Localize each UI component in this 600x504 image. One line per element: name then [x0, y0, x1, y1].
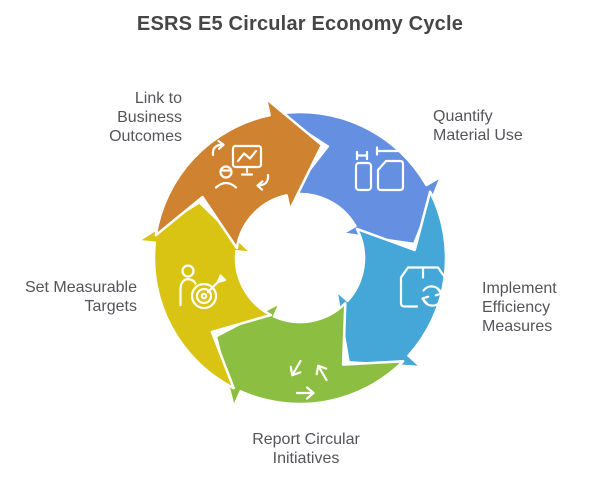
presentation-sync-icon	[211, 139, 270, 191]
person-target-icon	[179, 264, 227, 310]
segment-link-to-business-outcomes	[154, 97, 324, 250]
label-set-measurable-targets: Set Measurable Targets	[24, 279, 137, 315]
label-implement-efficiency-measures: Implement Efficiency Measures	[482, 280, 557, 335]
page-title: ESRS E5 Circular Economy Cycle	[136, 13, 464, 35]
segment-quantify-material-use	[275, 110, 443, 246]
segment-report-circular-initiatives	[214, 301, 405, 409]
label-quantify-material-use: Quantify Material Use	[433, 108, 523, 144]
label-report-circular-initiatives: Report Circular Initiatives	[252, 431, 360, 467]
package-recycle-icon	[399, 266, 447, 308]
measure-containers-icon	[354, 146, 405, 192]
recycle-triangle-icon	[289, 359, 328, 400]
segment-implement-efficiency-measures	[335, 190, 448, 369]
label-link-to-business-outcomes: Link to Business Outcomes	[109, 90, 182, 145]
